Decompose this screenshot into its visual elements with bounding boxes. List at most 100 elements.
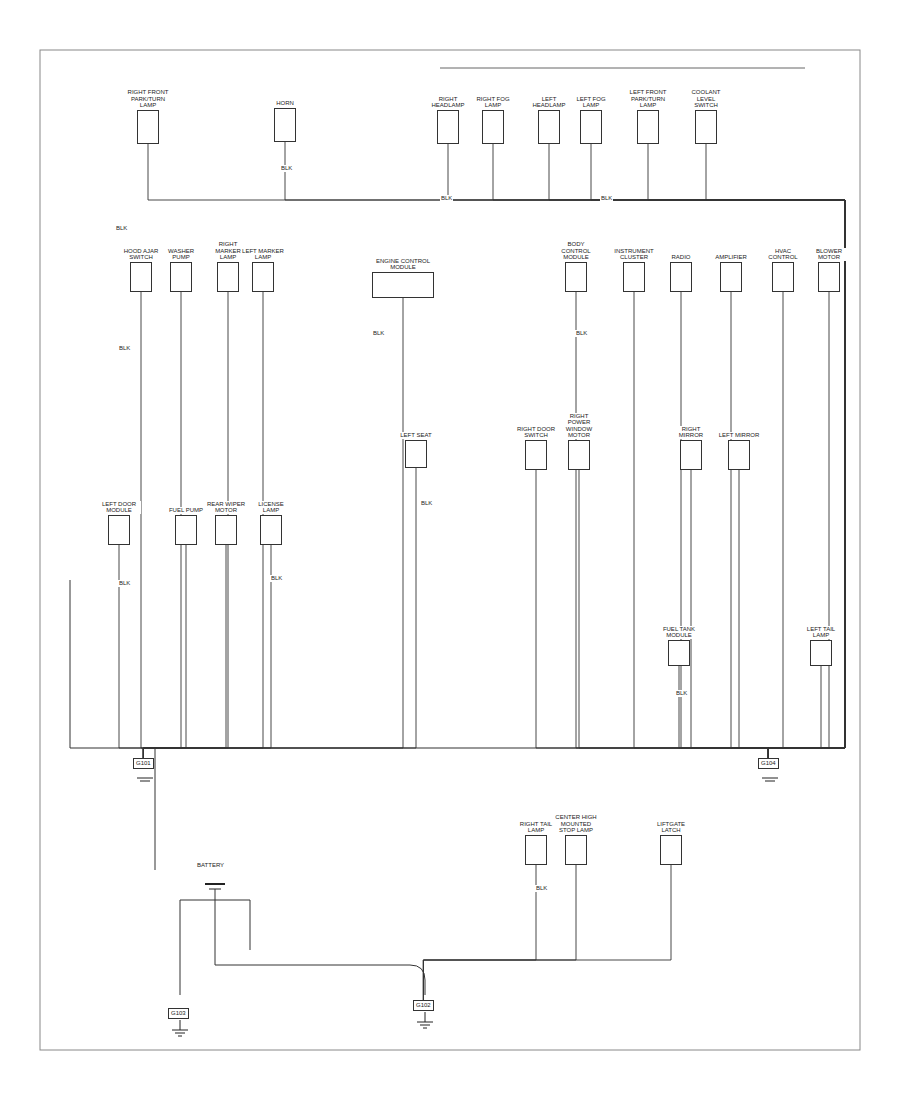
component-name: FUEL TANK MODULE: [657, 626, 701, 639]
component-box: RIGHT DOOR SWITCH: [514, 426, 558, 470]
component-box: LEFT FOG LAMP: [569, 96, 613, 144]
ground-wire: [691, 470, 768, 758]
ground-point: G101: [133, 758, 154, 769]
frame: [40, 50, 860, 1050]
component-outline: [695, 110, 717, 144]
component-outline: [437, 110, 459, 144]
wire-color: BLK: [372, 330, 385, 337]
component-outline: [680, 440, 702, 470]
component-name: RIGHT TAIL LAMP: [514, 821, 558, 834]
ground-wire: [493, 144, 845, 758]
component-name: LEFT FOG LAMP: [569, 96, 613, 109]
component-box: AMPLIFIER: [709, 254, 753, 292]
ground-wire: [143, 292, 263, 758]
component-outline: [565, 262, 587, 292]
ground-point: G102: [413, 1000, 434, 1011]
component-box: COOLANT LEVEL SWITCH: [684, 89, 728, 144]
ground-label: G104: [758, 758, 779, 769]
component-outline: [482, 110, 504, 144]
ground-wire: [579, 470, 768, 758]
battery-symbol: [180, 884, 425, 995]
component-name: BLOWER MOTOR: [807, 248, 851, 261]
ground-wire: [423, 865, 576, 1000]
component-name: HOOD AJAR SWITCH: [119, 248, 163, 261]
component-outline: [538, 110, 560, 144]
ground-wire: [576, 292, 768, 758]
component-box: LEFT DOOR MODULE: [97, 501, 141, 545]
component-outline: [568, 440, 590, 470]
ground-wire: [681, 292, 768, 758]
ground-wire: [706, 144, 845, 758]
component-box: RIGHT MIRROR: [669, 426, 713, 470]
component-outline: [720, 262, 742, 292]
component-box: HORN: [263, 100, 307, 142]
component-outline: [810, 640, 832, 666]
ground-wire: [143, 545, 226, 758]
component-name: BODY CONTROL MODULE: [554, 241, 598, 261]
component-outline: [372, 272, 434, 298]
component-outline: [818, 262, 840, 292]
part-name: BATTERY: [196, 862, 225, 869]
ground-wire: [423, 865, 536, 1000]
ground-label: G103: [168, 1008, 189, 1019]
wire: [70, 580, 71, 748]
component-outline: [637, 110, 659, 144]
component-outline: [175, 515, 197, 545]
ground-wire: [679, 666, 768, 758]
ground-wire: [648, 144, 845, 758]
ground-wire: [768, 292, 783, 758]
wire-color: BLK: [420, 500, 433, 507]
component-box: RIGHT TAIL LAMP: [514, 821, 558, 865]
component-box: LEFT HEADLAMP: [527, 96, 571, 144]
component-name: RIGHT FOG LAMP: [471, 96, 515, 109]
wire-color: BLK: [118, 345, 131, 352]
component-outline: [772, 262, 794, 292]
component-outline: [252, 262, 274, 292]
ground-wire: [423, 865, 671, 1000]
component-outline: [274, 108, 296, 142]
wire-color: BLK: [115, 225, 128, 232]
component-name: LEFT TAIL LAMP: [799, 626, 843, 639]
ground-wire: [768, 666, 821, 758]
component-name: LEFT SEAT: [394, 432, 438, 439]
component-box: RIGHT FOG LAMP: [471, 96, 515, 144]
ground-wire: [768, 292, 829, 758]
ground-wire: [141, 292, 143, 758]
component-box: HOOD AJAR SWITCH: [119, 248, 163, 292]
component-outline: [580, 110, 602, 144]
component-box: RIGHT HEADLAMP: [426, 96, 470, 144]
component-box: REAR WIPER MOTOR: [204, 501, 248, 545]
component-outline: [108, 515, 130, 545]
component-name: RIGHT HEADLAMP: [426, 96, 470, 109]
wire-color: BLK: [440, 195, 453, 202]
component-name: RIGHT POWER WINDOW MOTOR: [557, 413, 601, 439]
component-box: RIGHT FRONT PARK/TURN LAMP: [126, 89, 170, 144]
ground-wire: [549, 144, 845, 758]
ground-point: G104: [758, 758, 779, 769]
component-box: RIGHT POWER WINDOW MOTOR: [557, 413, 601, 470]
component-outline: [623, 262, 645, 292]
component-box: WASHER PUMP: [159, 248, 203, 292]
wire-color: BLK: [575, 330, 588, 337]
ground-point: G103: [168, 1008, 189, 1019]
ground-wire: [119, 545, 143, 758]
ground-label: G101: [133, 758, 154, 769]
wire-color: BLK: [600, 195, 613, 202]
component-name: RADIO: [659, 254, 703, 261]
component-box: HVAC CONTROL: [761, 248, 805, 292]
ground-wire: [591, 144, 845, 758]
component-box: CENTER HIGH MOUNTED STOP LAMP: [554, 814, 598, 865]
wire-color: BLK: [535, 885, 548, 892]
harness-line: [440, 68, 805, 69]
wire-color: BLK: [675, 690, 688, 697]
component-box: ENGINE CONTROL MODULE: [370, 258, 436, 298]
ground-wire: [731, 292, 768, 758]
component-name: AMPLIFIER: [709, 254, 753, 261]
component-name: HVAC CONTROL: [761, 248, 805, 261]
ground-symbol: [137, 778, 778, 1036]
ground-label: G102: [413, 1000, 434, 1011]
component-outline: [525, 440, 547, 470]
ground-wire: [143, 545, 271, 758]
component-outline: [170, 262, 192, 292]
